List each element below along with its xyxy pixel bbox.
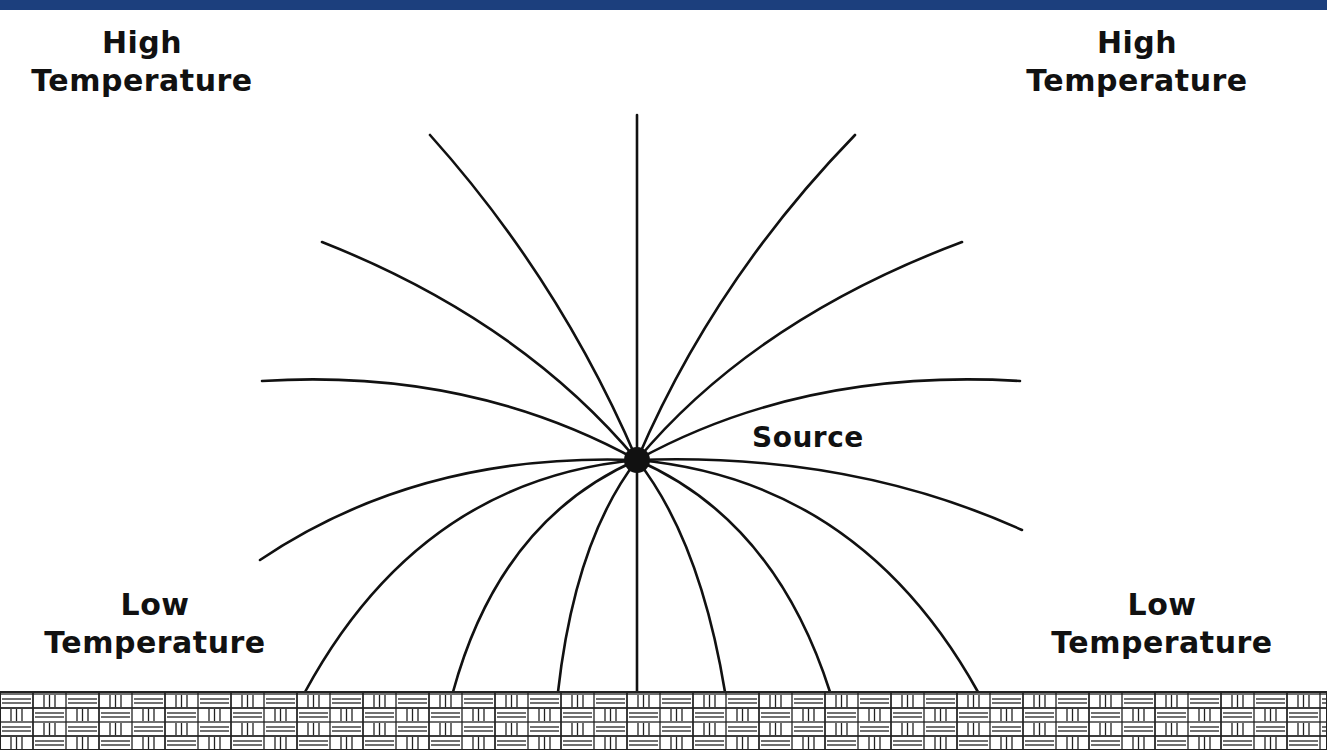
top-band (0, 0, 1327, 10)
source-label: Source (748, 419, 868, 457)
source-dot (624, 447, 650, 473)
temperature-label: High Temperature (22, 24, 262, 100)
ground (0, 692, 1327, 750)
sound-rays (260, 115, 1022, 692)
temperature-label: High Temperature (1017, 24, 1257, 100)
temperature-label: Low Temperature (1042, 586, 1282, 662)
temperature-label: Low Temperature (35, 586, 275, 662)
